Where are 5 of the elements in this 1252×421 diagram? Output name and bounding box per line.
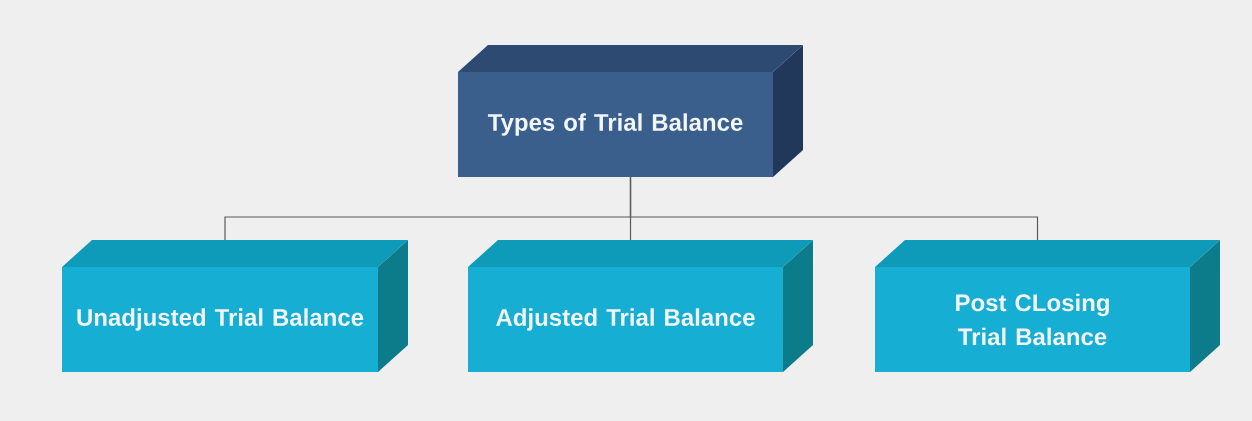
box-drawing: Types of Trial Balance [458, 45, 803, 177]
connector-line [629, 176, 1039, 241]
box-drawing: Unadjusted Trial Balance [62, 240, 408, 372]
box-drawing: Post CLosing Trial Balance [875, 240, 1220, 372]
box-drawing: Adjusted Trial Balance [468, 240, 813, 372]
